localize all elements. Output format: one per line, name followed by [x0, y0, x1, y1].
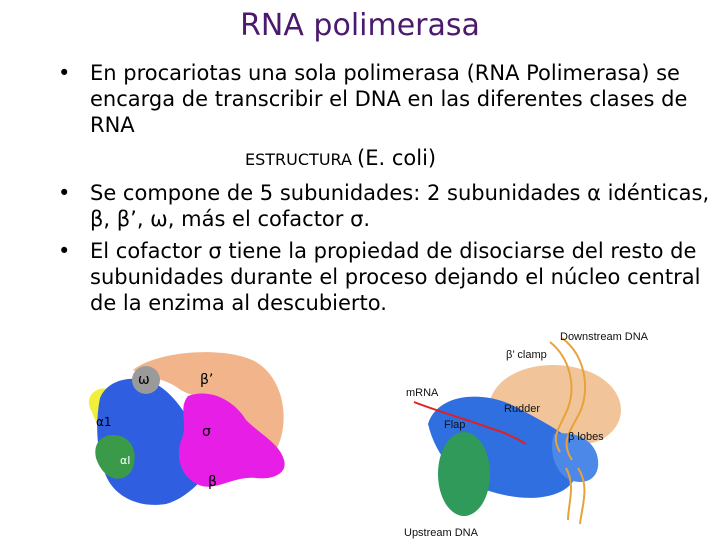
mrna-strand	[413, 401, 527, 445]
bullet-3: • El cofactor σ tiene la propiedad de di…	[58, 238, 710, 316]
bullet-text: El cofactor σ tiene la propiedad de diso…	[90, 239, 701, 315]
downstream-dna-label: Downstream DNA	[560, 331, 649, 343]
page-title: RNA polimerasa	[240, 8, 480, 43]
bullet-text: En procariotas una sola polimerasa (RNA …	[90, 61, 688, 137]
upstream-dna-label: Upstream DNA	[404, 527, 479, 539]
omega-label: ω	[138, 372, 150, 388]
flap-label: Flap	[444, 419, 465, 431]
organism-label: (E. coli)	[357, 146, 437, 170]
bullet-1: • En procariotas una sola polimerasa (RN…	[58, 60, 710, 138]
bullet-marker: •	[58, 61, 71, 85]
alpha-1-label: α1	[96, 415, 112, 429]
beta-prime-label: β’	[200, 372, 213, 388]
beta-lobe-domain	[551, 433, 599, 482]
structure-figure: Downstream DNA β’ clamp mRNA Rudder Flap…	[404, 331, 649, 539]
bullet-marker: •	[58, 239, 71, 263]
beta-lobes-label: β lobes	[568, 431, 604, 443]
bullet-marker: •	[58, 181, 71, 205]
bullet-2: • Se compone de 5 subunidades: 2 subunid…	[58, 180, 710, 232]
beta-label: β	[208, 474, 217, 490]
structure-heading: ESTRUCTURA (E. coli)	[245, 146, 436, 170]
mrna-label: mRNA	[406, 387, 439, 399]
alpha-domain	[438, 432, 490, 516]
rudder-label: Rudder	[504, 403, 540, 415]
clamp-label: β’ clamp	[506, 349, 547, 361]
sigma-subunit	[178, 393, 285, 487]
omega-subunit	[132, 366, 160, 394]
alpha-I-label: αI	[120, 454, 131, 467]
downstream-dna	[549, 337, 587, 525]
bullet-text: Se compone de 5 subunidades: 2 subunidad…	[90, 181, 710, 231]
structure-label: ESTRUCTURA	[245, 150, 352, 169]
alpha-I-subunit	[95, 434, 135, 479]
sigma-label: σ	[202, 424, 211, 440]
subunit-diagram: ω β’ α1 σ αI β	[88, 352, 285, 505]
